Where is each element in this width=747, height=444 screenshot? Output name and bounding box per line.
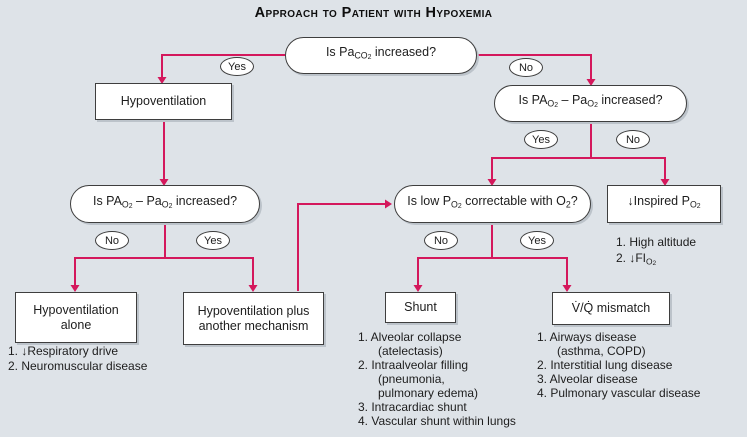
node-inspired-po2: ↓Inspired PO2	[607, 185, 721, 223]
node-label-line: Hypoventilation plus	[197, 303, 310, 318]
node-question-correctable-o2: Is low PO2 correctable with O2?	[394, 185, 591, 223]
list-vq-mismatch-causes: 1. Airways disease (asthma, COPD) 2. Int…	[537, 330, 700, 400]
list-item: 1. Airways disease	[537, 330, 637, 344]
badge-label: No	[518, 61, 534, 74]
node-label-line: another mechanism	[198, 318, 309, 333]
badge-no-gradient-right: No	[616, 130, 650, 149]
list-item: pulmonary edema)	[378, 386, 479, 400]
badge-no-correctable: No	[424, 231, 458, 250]
arrow-down-icon	[413, 285, 423, 292]
node-label: V̇/Q̇ mismatch	[571, 301, 651, 315]
question-text: Is PAO2 – PaO2 increased?	[92, 193, 238, 211]
list-item: 2. ↓FIO2	[616, 251, 657, 267]
badge-label: Yes	[532, 133, 550, 146]
list-hypoventilation-alone-causes: 1. ↓Respiratory drive 2. Neuromuscular d…	[8, 344, 147, 374]
list-item: 4. Pulmonary vascular disease	[537, 386, 701, 400]
question-text: Is low PO2 correctable with O2?	[407, 193, 578, 211]
list-shunt-causes: 1. Alveolar collapse (atelectasis) 2. In…	[358, 330, 516, 428]
list-item: 2. Interstitial lung disease	[537, 358, 673, 372]
list-item: 2. Neuromuscular disease	[8, 359, 148, 373]
arrow-down-icon	[157, 77, 167, 84]
arrow-right-icon	[385, 199, 392, 209]
badge-yes-paco2: Yes	[220, 57, 254, 76]
badge-label: No	[433, 234, 449, 247]
node-question-aa-gradient-right: Is PAO2 – PaO2 increased?	[494, 85, 687, 122]
list-item: 4. Vascular shunt within lungs	[358, 414, 516, 428]
node-hypoventilation-plus: Hypoventilation plus another mechanism	[183, 292, 324, 345]
node-label-line: alone	[60, 317, 92, 332]
connector-plus-to-correctable	[297, 203, 385, 291]
arrow-down-icon	[70, 285, 80, 292]
list-item: 1. High altitude	[616, 235, 697, 249]
node-question-paco2: Is PaCO2 increased?	[285, 37, 477, 74]
arrow-down-icon	[159, 179, 169, 186]
badge-no-paco2: No	[509, 58, 543, 77]
node-hypoventilation: Hypoventilation	[95, 83, 232, 120]
node-shunt: Shunt	[385, 292, 456, 323]
list-item: 1. Alveolar collapse	[358, 330, 462, 344]
arrow-down-icon	[248, 285, 258, 292]
arrow-down-icon	[586, 79, 596, 86]
node-label: Hypoventilation	[120, 94, 207, 108]
badge-yes-gradient-right: Yes	[524, 130, 558, 149]
node-label-line: Hypoventilation	[33, 302, 119, 317]
node-vq-mismatch: V̇/Q̇ mismatch	[552, 292, 670, 325]
list-item: 2. Intraalveolar filling	[358, 358, 469, 372]
list-inspired-po2-causes: 1. High altitude 2. ↓FIO2	[616, 234, 696, 272]
arrow-down-icon	[487, 179, 497, 186]
list-item: (asthma, COPD)	[557, 344, 646, 358]
question-text: Is PaCO2 increased?	[325, 45, 437, 62]
badge-yes-correctable: Yes	[520, 231, 554, 250]
badge-label: Yes	[204, 234, 222, 247]
connector-paco2-no	[477, 54, 592, 81]
node-label: Shunt	[404, 300, 437, 314]
list-item: (atelectasis)	[378, 344, 443, 358]
badge-label: Yes	[528, 234, 546, 247]
node-question-aa-gradient-left: Is PAO2 – PaO2 increased?	[70, 185, 260, 223]
connector-paco2-yes	[161, 54, 285, 79]
badge-no-gradient-left: No	[95, 231, 129, 250]
badge-label: Yes	[228, 60, 246, 73]
node-label: ↓Inspired PO2	[627, 193, 701, 211]
arrow-down-icon	[660, 179, 670, 186]
list-item: 1. ↓Respiratory drive	[8, 344, 119, 358]
list-item: 3. Intracardiac shunt	[358, 400, 467, 414]
diagram-title: Approach to Patient with Hypoxemia	[254, 5, 493, 21]
badge-label: No	[625, 133, 641, 146]
list-item: (pneumonia,	[378, 372, 445, 386]
node-hypoventilation-alone: Hypoventilation alone	[15, 292, 137, 343]
badge-label: No	[104, 234, 120, 247]
arrow-down-icon	[562, 285, 572, 292]
list-item: 3. Alveolar disease	[537, 372, 638, 386]
badge-yes-gradient-left: Yes	[196, 231, 230, 250]
question-text: Is PAO2 – PaO2 increased?	[518, 93, 663, 110]
